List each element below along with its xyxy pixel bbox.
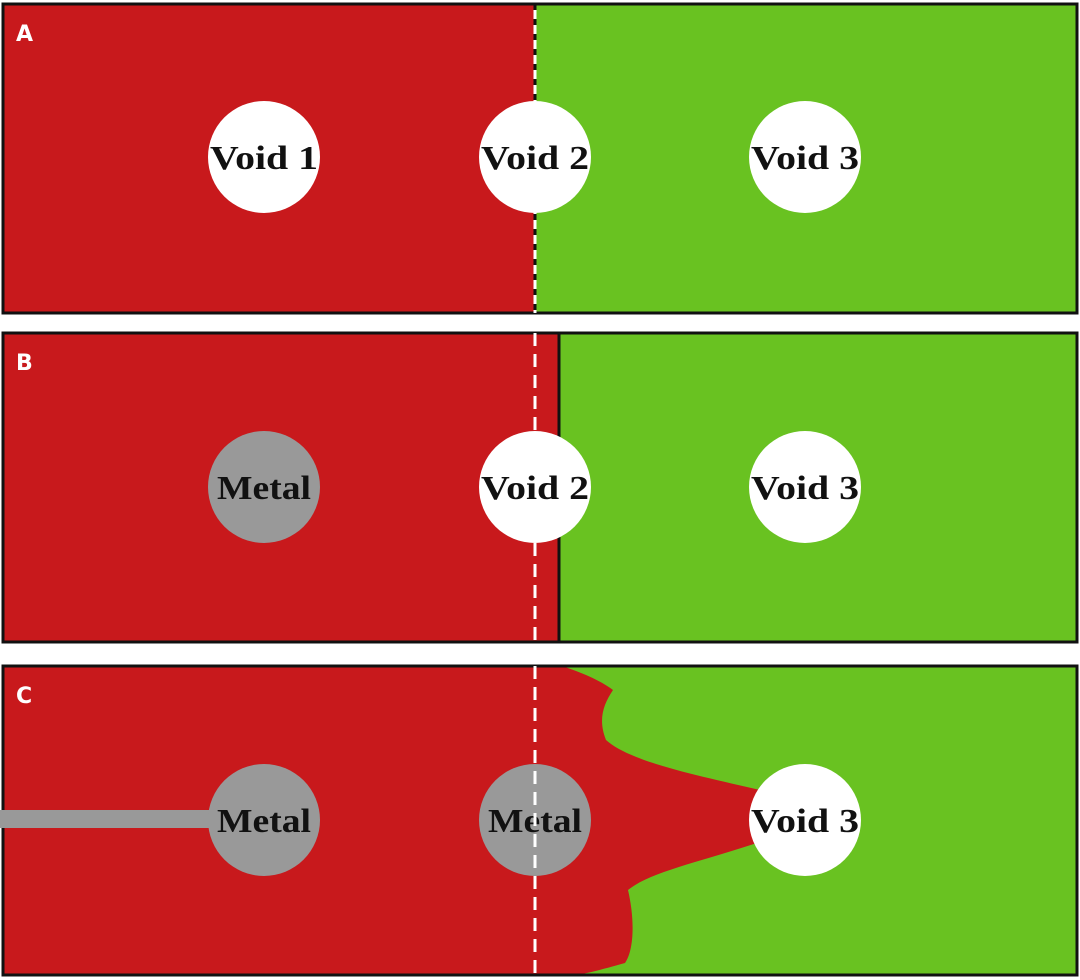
panel-a: A Void 1 Void 2 Void 3 bbox=[1, 2, 1079, 315]
circle-label-metal-1: Metal bbox=[217, 803, 311, 840]
circle-label-void-3: Void 3 bbox=[751, 470, 859, 507]
void-circle-3 bbox=[749, 101, 861, 213]
panel-b-border bbox=[1, 331, 1079, 644]
circle-label-void-1: Void 1 bbox=[210, 140, 318, 177]
panel-b: B Metal Void 2 Void 3 bbox=[1, 331, 1079, 644]
panel-c-red-region bbox=[3, 666, 760, 975]
panel-letter-a: A bbox=[16, 22, 33, 47]
panel-letter-c: C bbox=[16, 684, 32, 709]
circle-label-void-3: Void 3 bbox=[751, 803, 859, 840]
panel-c: C Metal Metal Void 3 bbox=[0, 664, 1079, 977]
circle-label-metal-1: Metal bbox=[217, 470, 311, 507]
void-circle-3 bbox=[749, 431, 861, 543]
void-circle-2 bbox=[479, 431, 591, 543]
panel-a-border bbox=[1, 2, 1079, 315]
metal-circle-1 bbox=[208, 431, 320, 543]
circle-label-void-2: Void 2 bbox=[481, 470, 589, 507]
metal-circle-1 bbox=[208, 764, 320, 876]
void-circle-2 bbox=[479, 101, 591, 213]
void-circle-1 bbox=[208, 101, 320, 213]
void-circle-3 bbox=[749, 764, 861, 876]
circle-label-void-2: Void 2 bbox=[481, 140, 589, 177]
panel-letter-b: B bbox=[16, 351, 33, 376]
metal-wire bbox=[0, 810, 230, 828]
circle-label-void-3: Void 3 bbox=[751, 140, 859, 177]
